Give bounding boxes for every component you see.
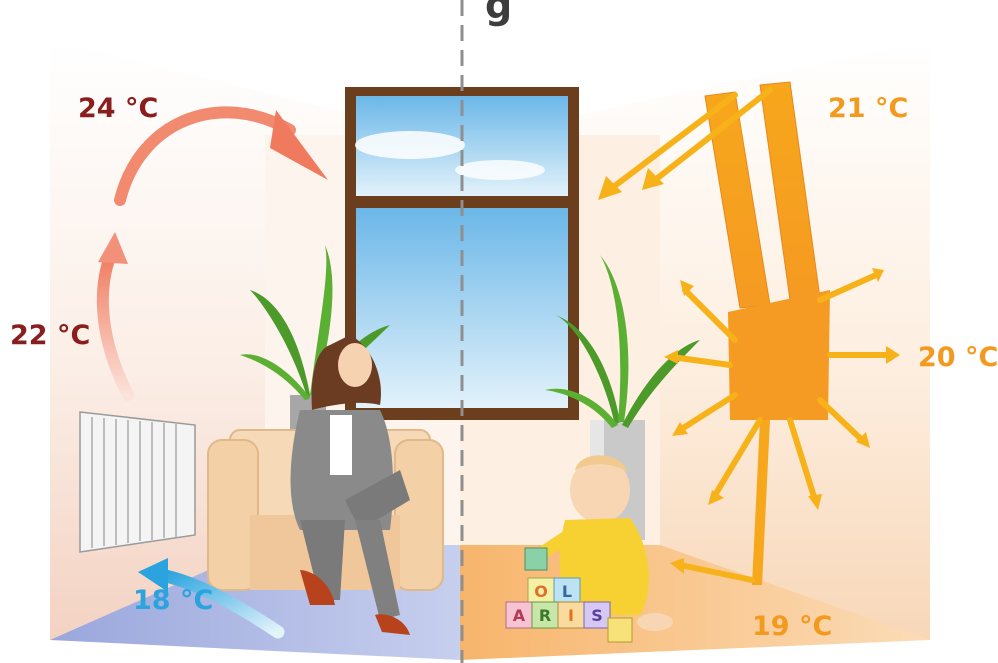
temp-floor-right: 19 °C bbox=[752, 613, 832, 640]
temp-ceiling-right: 21 °C bbox=[828, 95, 908, 122]
block-letter-r: R bbox=[539, 606, 551, 625]
temp-floor-left: 18 °C bbox=[133, 587, 213, 614]
temp-middle-left: 22 °C bbox=[10, 322, 90, 349]
block-letter-s: S bbox=[591, 606, 603, 625]
block-letter-o: O bbox=[534, 582, 548, 601]
temp-ceiling-left: 24 °C bbox=[78, 95, 158, 122]
title-fragment: g bbox=[485, 0, 512, 27]
radiator-icon bbox=[80, 412, 195, 552]
temp-wall-right: 20 °C bbox=[918, 344, 998, 371]
block-letter-i: I bbox=[568, 606, 574, 625]
block-letter-l: L bbox=[562, 582, 572, 601]
block-letter-a: A bbox=[513, 606, 526, 625]
